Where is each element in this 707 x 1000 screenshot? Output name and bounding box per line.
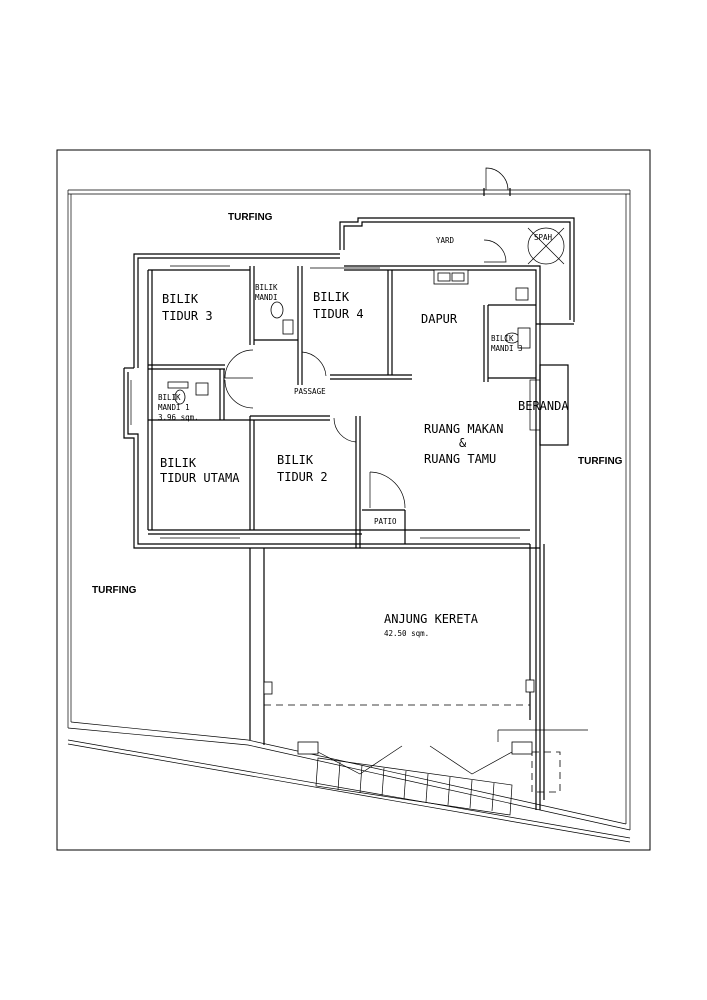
label-bilik-mandi-3-line1: BILIK — [491, 334, 514, 343]
label-yard: YARD — [436, 236, 455, 245]
label-bilik-tidur-utama-line2: TIDUR UTAMA — [160, 471, 240, 485]
label-bilik-tidur-2-line2: TIDUR 2 — [277, 470, 328, 484]
beranda-porch — [529, 364, 569, 446]
fixtures — [167, 269, 531, 405]
label-ruang-line2: & — [459, 436, 467, 450]
label-bilik-tidur-2-line1: BILIK — [277, 453, 314, 467]
yard-outline — [339, 217, 575, 322]
label-spa: SPAH — [534, 233, 553, 242]
front-gate — [297, 729, 588, 816]
label-bilik-mandi-line2: MANDI — [255, 293, 278, 302]
label-patio: PATIO — [374, 517, 397, 526]
label-bilik-mandi-line1: BILIK — [255, 283, 278, 292]
label-turfing-top: TURFING — [228, 212, 273, 223]
label-turfing-right: TURFING — [578, 456, 623, 467]
label-bilik-mandi-1-line1: BILIK — [158, 393, 181, 402]
label-bilik-tidur-utama-line1: BILIK — [160, 456, 197, 470]
label-bilik-tidur-3-line1: BILIK — [162, 292, 199, 306]
plot-boundary — [67, 189, 631, 843]
label-ruang-line3: RUANG TAMU — [424, 452, 496, 466]
label-bilik-tidur-4-line2: TIDUR 4 — [313, 307, 364, 321]
label-ruang-line1: RUANG MAKAN — [424, 422, 503, 436]
car-porch — [249, 548, 535, 745]
label-passage: PASSAGE — [294, 387, 326, 396]
label-bilik-mandi-1-area: 3.96 sqm. — [158, 413, 199, 422]
label-dapur: DAPUR — [421, 312, 458, 326]
label-bilik-mandi-1-line2: MANDI 1 — [158, 403, 190, 412]
label-bilik-mandi-3-line2: MANDI 3 — [491, 344, 523, 353]
windows — [130, 265, 520, 539]
label-anjung-area: 42.50 sqm. — [384, 629, 429, 638]
drawing-frame — [56, 149, 651, 851]
label-bilik-tidur-4-line1: BILIK — [313, 290, 350, 304]
interior-walls — [147, 266, 536, 548]
label-bilik-tidur-3-line2: TIDUR 3 — [162, 309, 213, 323]
label-beranda: BERANDA — [518, 399, 569, 413]
top-gate — [483, 167, 511, 196]
label-turfing-left: TURFING — [92, 585, 137, 596]
door-swings — [224, 349, 406, 509]
label-anjung-kereta: ANJUNG KERETA — [384, 612, 479, 626]
